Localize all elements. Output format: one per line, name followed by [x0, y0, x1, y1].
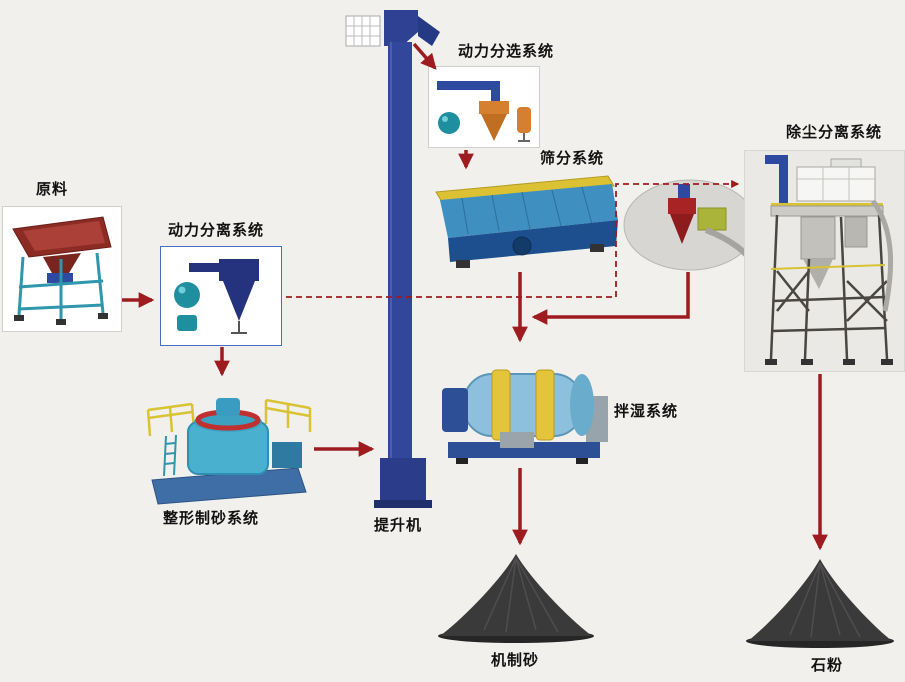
label-wet-mixing: 拌湿系统 [614, 403, 679, 420]
label-shaping-sand: 整形制砂系统 [163, 510, 260, 527]
label-stone-powder: 石粉 [811, 657, 844, 674]
label-screening: 筛分系统 [540, 150, 605, 167]
stone-powder-pile [744, 554, 896, 650]
vsi-crusher-machine [140, 380, 315, 508]
wet-mixing-illustration [442, 369, 608, 464]
stone-powder-pile-illustration [746, 559, 894, 648]
vsi-crusher-illustration [146, 398, 312, 505]
power-separation-illustration [174, 259, 259, 334]
label-power-sorting: 动力分选系统 [458, 43, 555, 60]
screening-machine [422, 168, 626, 272]
detail-circle-inset [622, 178, 762, 274]
sand-pile-illustration [438, 554, 594, 643]
detail-circle-illustration [623, 179, 761, 271]
label-raw-material: 原料 [36, 181, 69, 198]
label-power-separation: 动力分离系统 [168, 222, 265, 239]
label-dust-separation: 除尘分离系统 [786, 124, 883, 141]
dust-separation-card [744, 150, 905, 372]
hopper-feeder-illustration [12, 216, 112, 325]
raw-material-machine-card [2, 206, 122, 332]
screening-illustration [435, 175, 618, 268]
dust-separation-illustration [765, 155, 893, 365]
power-separation-card [160, 246, 282, 346]
wet-mixing-machine [436, 344, 616, 466]
machine-sand-pile [436, 550, 596, 645]
power-sorting-card [428, 66, 540, 148]
label-machine-made-sand: 机制砂 [491, 652, 540, 669]
power-sorting-illustration [437, 81, 531, 142]
label-bucket-elevator: 提升机 [374, 517, 423, 534]
arrow-return-to-mixer [531, 272, 690, 325]
